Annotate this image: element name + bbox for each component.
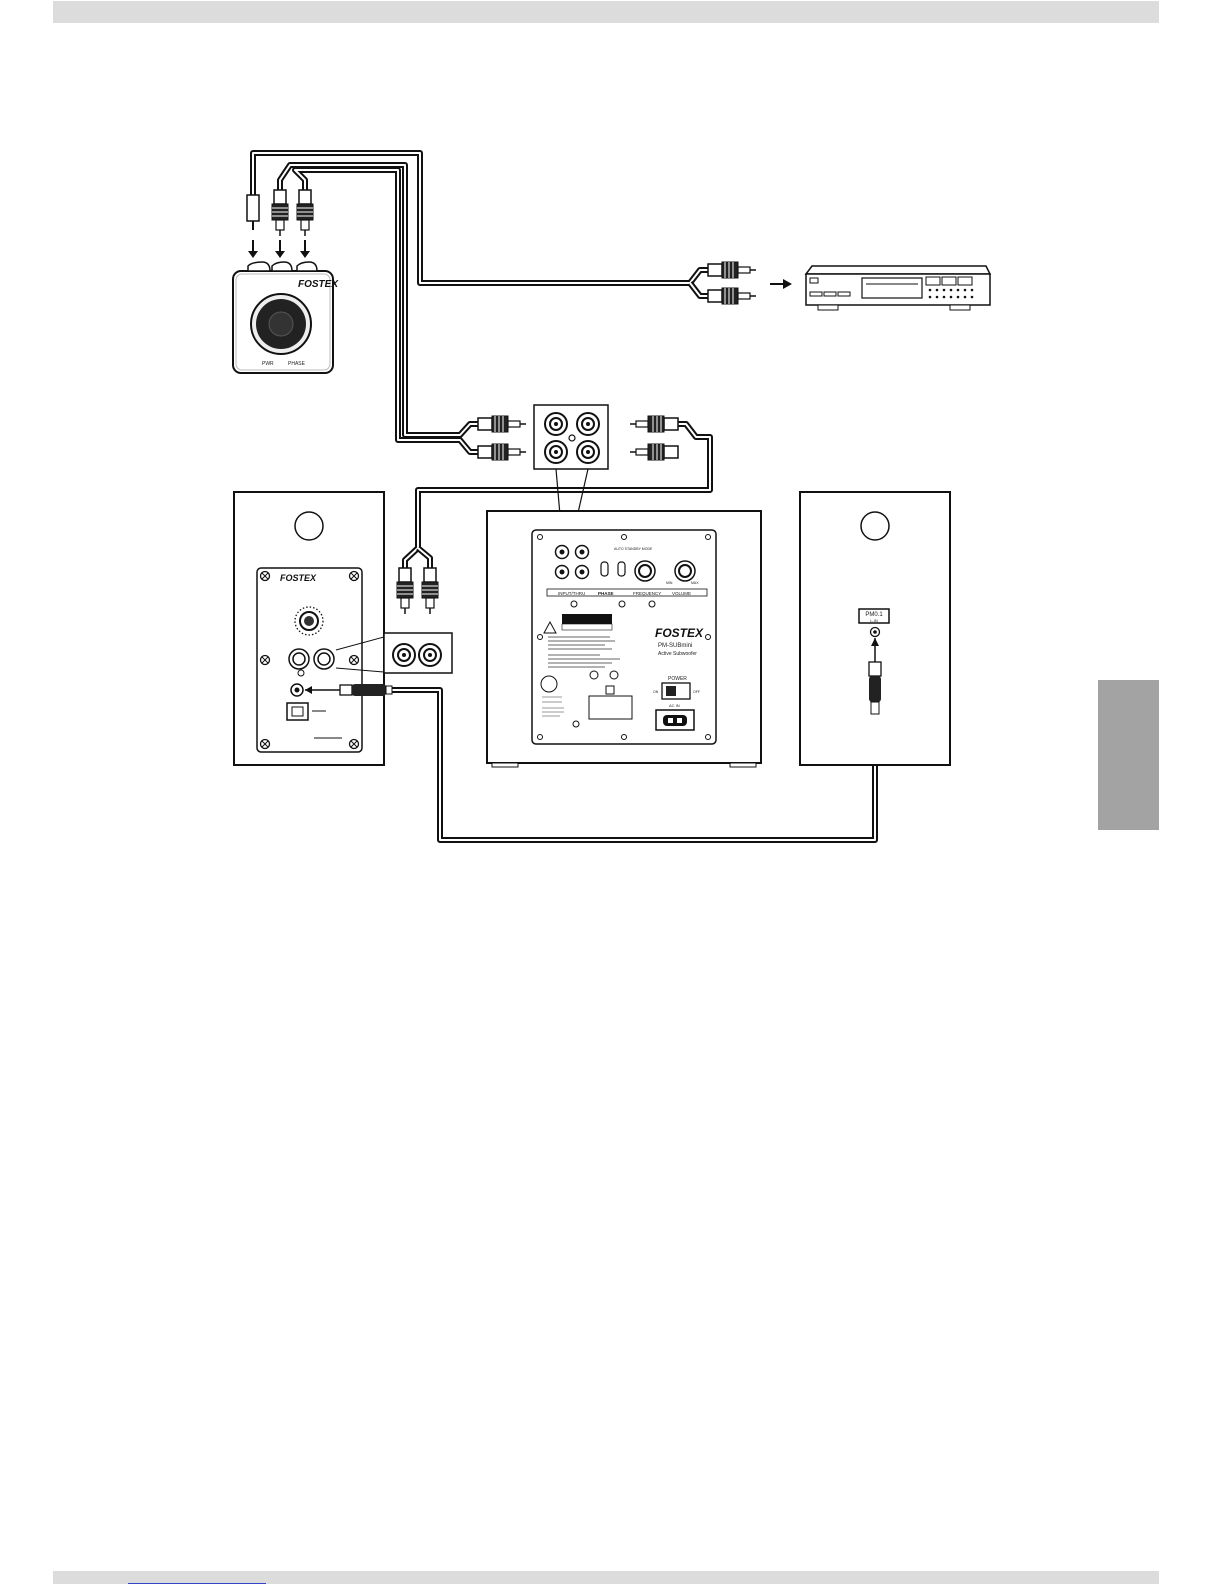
subwoofer-subtitle: Active Subwoofer	[658, 651, 697, 657]
rca-plug-icon	[708, 288, 756, 304]
arrow-down-icon	[300, 240, 310, 258]
rca-plug-icon	[478, 444, 526, 460]
volume-label: VOLUME	[672, 591, 691, 596]
right-speaker-jack-label: L-IN	[870, 618, 878, 623]
rca-plug-icon	[272, 190, 288, 236]
arrow-right-icon	[770, 279, 792, 289]
phase-switch[interactable]	[601, 562, 608, 576]
left-speaker: FOSTEX	[234, 492, 384, 765]
rca-plug-icon	[297, 190, 313, 236]
auto-standby-label: AUTO STANDBY MODE	[614, 547, 653, 551]
rca-plug-icon	[630, 416, 678, 432]
rca-jack-right	[297, 262, 317, 271]
subwoofer: AUTO STANDBY MODE MIN MAX INPUT/THRU PHA…	[487, 511, 761, 767]
knob-right-label: PHASE	[288, 361, 306, 367]
power-label: POWER	[668, 676, 687, 682]
arrow-down-icon	[275, 240, 285, 258]
right-speaker: PM0.1 L-IN	[800, 492, 950, 765]
auto-standby-switch[interactable]	[618, 562, 625, 576]
controller-brand: FOSTEX	[298, 279, 339, 290]
power-on-label: ON	[653, 690, 659, 694]
subwoofer-model: PM-SUBmini	[658, 643, 692, 649]
left-speaker-brand: FOSTEX	[280, 573, 317, 583]
phase-label: PHASE	[598, 591, 614, 596]
power-off-label: OFF	[693, 690, 700, 694]
volume-min-label: MIN	[666, 581, 673, 585]
rca-jack-left	[272, 262, 292, 271]
knob-left-label: PWR	[262, 361, 274, 367]
arrow-down-icon	[248, 240, 258, 258]
speaker-input-callout	[384, 633, 452, 673]
volume-controller: FOSTEX PWR PHASE	[233, 262, 339, 373]
stereo-mini-plug-icon	[247, 195, 259, 230]
input-thru-label: INPUT/THRU	[558, 591, 585, 596]
subwoofer-brand: FOSTEX	[655, 626, 704, 640]
rca-plug-icon	[630, 444, 678, 460]
frequency-label: FREQUENCY	[633, 591, 661, 596]
rca-plug-icon	[478, 416, 526, 432]
volume-max-label: MAX	[691, 581, 699, 585]
ac-in-label: AC IN	[669, 703, 680, 708]
cd-player-icon	[806, 266, 990, 310]
rca-plug-icon	[708, 262, 756, 278]
rca-plug-icon	[422, 568, 438, 614]
knob-icon[interactable]	[251, 294, 311, 354]
stereo-mini-jack	[248, 262, 270, 271]
rca-plug-icon	[397, 568, 413, 614]
